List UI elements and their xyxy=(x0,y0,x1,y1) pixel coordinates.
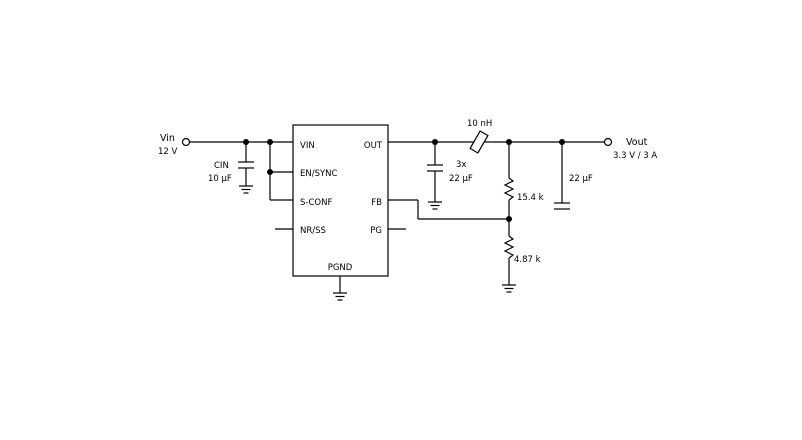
pin-fb: FB xyxy=(371,198,382,208)
ground-icon xyxy=(333,292,347,301)
output-capacitor-bank: 3x 22 µF xyxy=(427,142,473,210)
pin-s-conf: S-CONF xyxy=(300,198,332,208)
pin-nr-ss: NR/SS xyxy=(300,226,326,236)
vout-label: Vout xyxy=(626,137,648,148)
pin-out: OUT xyxy=(364,141,383,151)
vin-label: Vin xyxy=(160,133,175,144)
ground-icon xyxy=(239,185,253,194)
vin-terminal: Vin 12 V xyxy=(158,133,191,157)
input-capacitor: CIN 10 µF xyxy=(208,142,254,194)
cout1-count: 3x xyxy=(456,160,466,170)
feedback-resistor-bottom: 4.87 k xyxy=(502,219,541,293)
cin-name: CIN xyxy=(214,161,229,171)
vin-value: 12 V xyxy=(158,147,178,157)
cout1-value: 22 µF xyxy=(449,174,473,184)
cout2-value: 22 µF xyxy=(569,174,593,184)
vout-value: 3.3 V / 3 A xyxy=(613,151,657,161)
r-top-value: 15.4 k xyxy=(517,193,544,203)
pin-pg: PG xyxy=(370,226,382,236)
pin-pgnd: PGND xyxy=(328,263,353,273)
vout-terminal: Vout 3.3 V / 3 A xyxy=(603,137,657,161)
feedback-resistor-top: 15.4 k xyxy=(503,142,544,219)
ground-icon xyxy=(428,201,442,210)
inductor-value: 10 nH xyxy=(467,119,492,129)
regulator-ic: VIN EN/SYNC S-CONF NR/SS OUT FB PG PGND xyxy=(292,124,389,277)
pin-en-sync: EN/SYNC xyxy=(300,169,338,179)
inductor: 10 nH xyxy=(467,119,509,154)
ground-icon xyxy=(502,284,516,293)
r-bottom-value: 4.87 k xyxy=(514,255,541,265)
cin-value: 10 µF xyxy=(208,174,232,184)
output-capacitor: 22 µF xyxy=(554,142,593,210)
pin-vin: VIN xyxy=(300,141,315,151)
